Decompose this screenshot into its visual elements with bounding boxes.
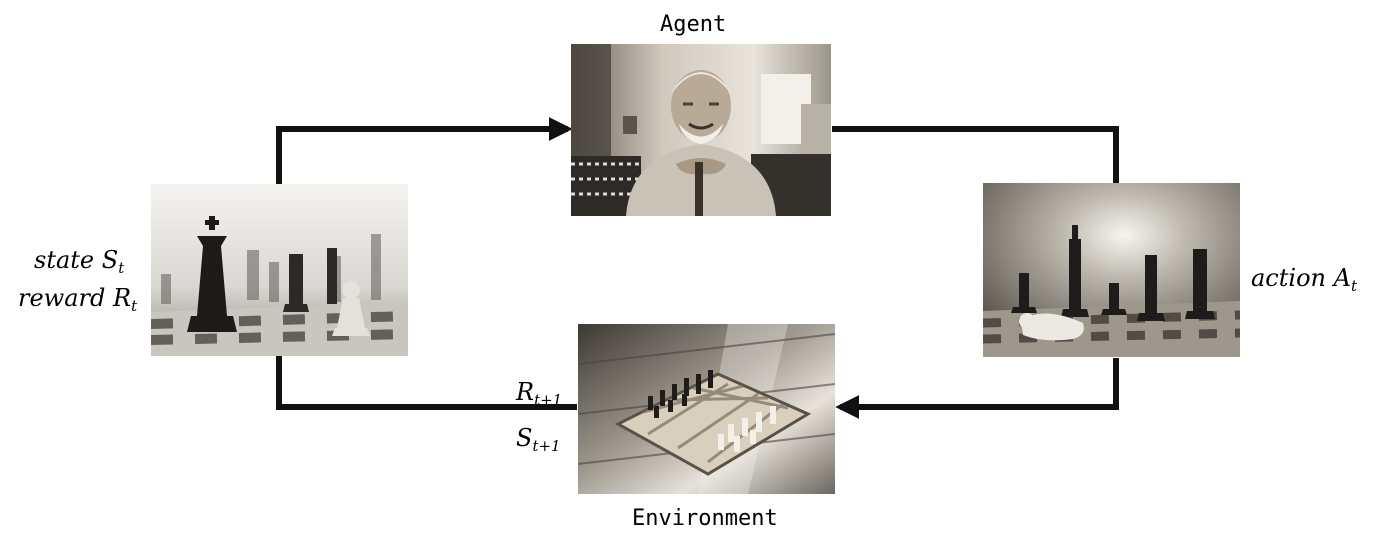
reward-symbol: R xyxy=(113,284,132,312)
next-state-subscript: t+1 xyxy=(532,437,561,455)
next-reward-label: Rt+1 xyxy=(516,378,562,409)
next-state-label: St+1 xyxy=(516,424,561,455)
reward-word: reward xyxy=(18,284,106,312)
next-reward-subscript: t+1 xyxy=(534,391,563,409)
agent-to-action-connector xyxy=(832,126,1119,185)
action-word: action xyxy=(1251,264,1326,292)
reward-subscript: t xyxy=(131,297,138,315)
agent-photo xyxy=(571,44,831,216)
state-subscript: t xyxy=(118,259,125,277)
action-subscript: t xyxy=(1350,277,1357,295)
environment-to-state-connector xyxy=(276,355,577,410)
state-label: state St xyxy=(34,246,124,277)
agent-title: Agent xyxy=(660,12,727,37)
action-chess-photo xyxy=(983,183,1240,357)
next-reward-symbol: R xyxy=(516,378,535,406)
environment-title: Environment xyxy=(632,506,778,531)
state-symbol: S xyxy=(101,246,119,274)
action-to-environment-arrow xyxy=(835,358,1119,419)
state-word: state xyxy=(34,246,95,274)
environment-photo xyxy=(578,324,835,494)
reward-label: reward Rt xyxy=(18,284,137,315)
state-to-agent-arrow xyxy=(276,117,573,185)
next-state-symbol: S xyxy=(516,424,533,452)
state-chess-photo xyxy=(151,184,408,356)
action-symbol: A xyxy=(1333,264,1351,292)
action-label: action At xyxy=(1251,264,1357,295)
